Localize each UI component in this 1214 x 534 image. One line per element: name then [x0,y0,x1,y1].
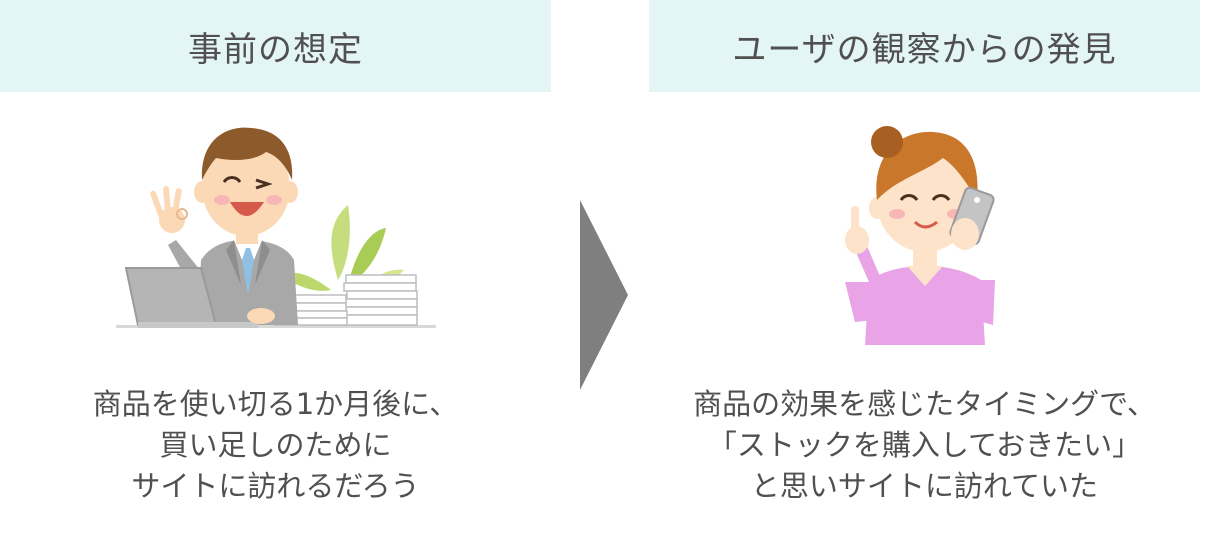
illustration-businessman [0,110,551,360]
caption-assumption: 商品を使い切る1か月後に、 買い足しのために サイトに訪れるだろう [0,384,551,507]
chevron-right-icon [580,200,628,390]
caption-line: 商品の効果を感じたタイミングで、 [693,387,1156,421]
panel-header-discovery: ユーザの観察からの発見 [649,0,1200,92]
panel-discovery: ユーザの観察からの発見 [649,0,1200,534]
panel-header-assumption: 事前の想定 [0,0,551,92]
businessman-ok-sign-icon [115,127,436,328]
caption-line: 商品を使い切る1か月後に、 [92,387,459,421]
caption-line: 「ストックを購入しておきたい」 [707,428,1142,462]
woman-smartphone-icon [844,126,995,345]
illustration-woman [649,110,1200,360]
caption-line: 買い足しのために [159,428,392,462]
caption-line: サイトに訪れるだろう [131,469,420,503]
caption-line: と思いサイトに訪れていた [750,469,1099,503]
caption-discovery: 商品の効果を感じたタイミングで、 「ストックを購入しておきたい」 と思いサイトに… [649,384,1200,507]
panel-assumption: 事前の想定 [0,0,551,534]
